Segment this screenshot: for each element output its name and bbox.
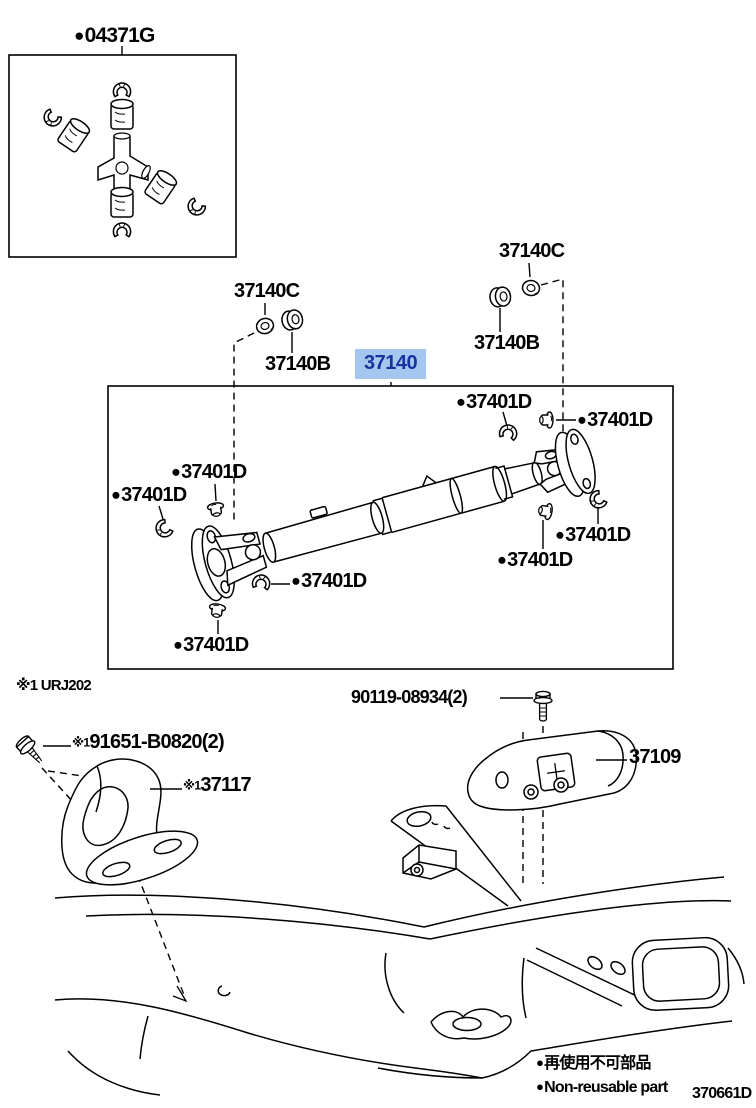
ring-37401D-upperleft-label[interactable]: ●37401D — [171, 461, 247, 483]
non-reusable-bullet-icon: ● — [536, 1055, 544, 1071]
kit-box-04371G — [8, 46, 237, 258]
ring-37401D-right2-text: 37401D — [507, 549, 573, 571]
bracket-37109-text: 37109 — [629, 746, 681, 768]
note-urj202-label: ※1 URJ202 — [16, 677, 92, 694]
propeller-shaft-drawing — [190, 428, 596, 602]
nut-37140C-left-label[interactable]: 37140C — [234, 280, 300, 302]
shaft-37140-text: 37140 — [364, 352, 418, 374]
frame-drawing — [54, 804, 745, 1096]
center-bracket-bolt-91651 — [15, 735, 188, 1003]
ring-37401D-right1-text: 37401D — [565, 524, 631, 546]
ring-37401D-right1-label[interactable]: ●37401D — [555, 524, 631, 546]
bolt-91651-B0820-text: 91651-B0820(2) — [89, 731, 224, 753]
legend-en-label: ●Non-reusable part — [536, 1079, 668, 1097]
ring-37401D-topright-label[interactable]: ●37401D — [577, 409, 653, 431]
main-box-37140 — [107, 382, 674, 670]
ring-37401D-left-label[interactable]: ●37401D — [111, 484, 187, 506]
ring-37401D-midbottom-text: 37401D — [301, 570, 367, 592]
non-reusable-bullet-icon: ● — [171, 462, 181, 481]
ring-37401D-bottom-label[interactable]: ●37401D — [173, 634, 249, 656]
universal-joint-kit-drawing — [40, 82, 208, 238]
bolt-90119-08934-label[interactable]: 90119-08934(2) — [351, 687, 468, 707]
bolt-90119-08934-text: 90119-08934(2) — [351, 687, 468, 707]
ring-37401D-right2-label[interactable]: ●37401D — [497, 549, 573, 571]
bracket-37109-label[interactable]: 37109 — [629, 747, 681, 768]
ref-mark-icon: ※1 — [183, 778, 201, 793]
non-reusable-bullet-icon: ● — [497, 550, 507, 569]
shaft-37140-label[interactable]: 37140 — [355, 349, 427, 379]
legend-jp-label: ●再使用不可部品 — [536, 1055, 651, 1073]
bracket-37117-text: 37117 — [200, 774, 251, 796]
non-reusable-bullet-icon: ● — [555, 525, 565, 544]
snap-rings-and-leaders — [151, 411, 609, 634]
ring-37401D-left-text: 37401D — [121, 484, 187, 506]
ring-37401D-bottom-text: 37401D — [183, 634, 249, 656]
ref-mark-icon: ※1 — [72, 735, 90, 750]
nut-37140C-left-text: 37140C — [234, 280, 300, 302]
kit-04371G-text: 04371G — [84, 24, 156, 47]
figure-code-label: 370661D — [692, 1085, 752, 1103]
non-reusable-bullet-icon: ● — [577, 410, 587, 429]
non-reusable-bullet-icon: ● — [173, 635, 183, 654]
legend-jp-text: 再使用不可部品 — [544, 1055, 651, 1072]
nut-37140C-right-text: 37140C — [499, 240, 565, 262]
nut-37140C-right-label[interactable]: 37140C — [499, 240, 565, 262]
figure-code-text: 370661D — [692, 1085, 752, 1102]
front-fasteners — [233, 262, 564, 522]
ring-37401D-top-label[interactable]: ●37401D — [456, 391, 532, 413]
center-support-bracket-37117 — [61, 758, 199, 886]
washer-37140B-right-label[interactable]: 37140B — [474, 332, 540, 354]
non-reusable-bullet-icon: ● — [111, 485, 121, 504]
non-reusable-bullet-icon: ● — [536, 1079, 544, 1095]
washer-37140B-right-text: 37140B — [474, 332, 540, 354]
no1-shaft-bracket-37109 — [466, 730, 638, 811]
ring-37401D-upperleft-text: 37401D — [181, 461, 247, 483]
non-reusable-bullet-icon: ● — [456, 392, 466, 411]
washer-37140B-left-label[interactable]: 37140B — [265, 353, 331, 375]
ring-37401D-midbottom-label[interactable]: ●37401D — [291, 570, 367, 592]
ring-37401D-top-text: 37401D — [466, 391, 532, 413]
ring-37401D-topright-text: 37401D — [587, 409, 653, 431]
washer-37140B-left-text: 37140B — [265, 353, 331, 375]
bolt-91651-B0820-label[interactable]: ※191651-B0820(2) — [72, 731, 225, 753]
non-reusable-bullet-icon: ● — [291, 571, 301, 590]
legend-en-text: Non-reusable part — [544, 1079, 668, 1096]
non-reusable-bullet-icon: ● — [74, 24, 84, 45]
kit-04371G-label[interactable]: ●04371G — [74, 24, 156, 47]
bracket-37117-label[interactable]: ※137117 — [183, 774, 252, 796]
note-urj202-text: ※1 URJ202 — [16, 677, 92, 694]
